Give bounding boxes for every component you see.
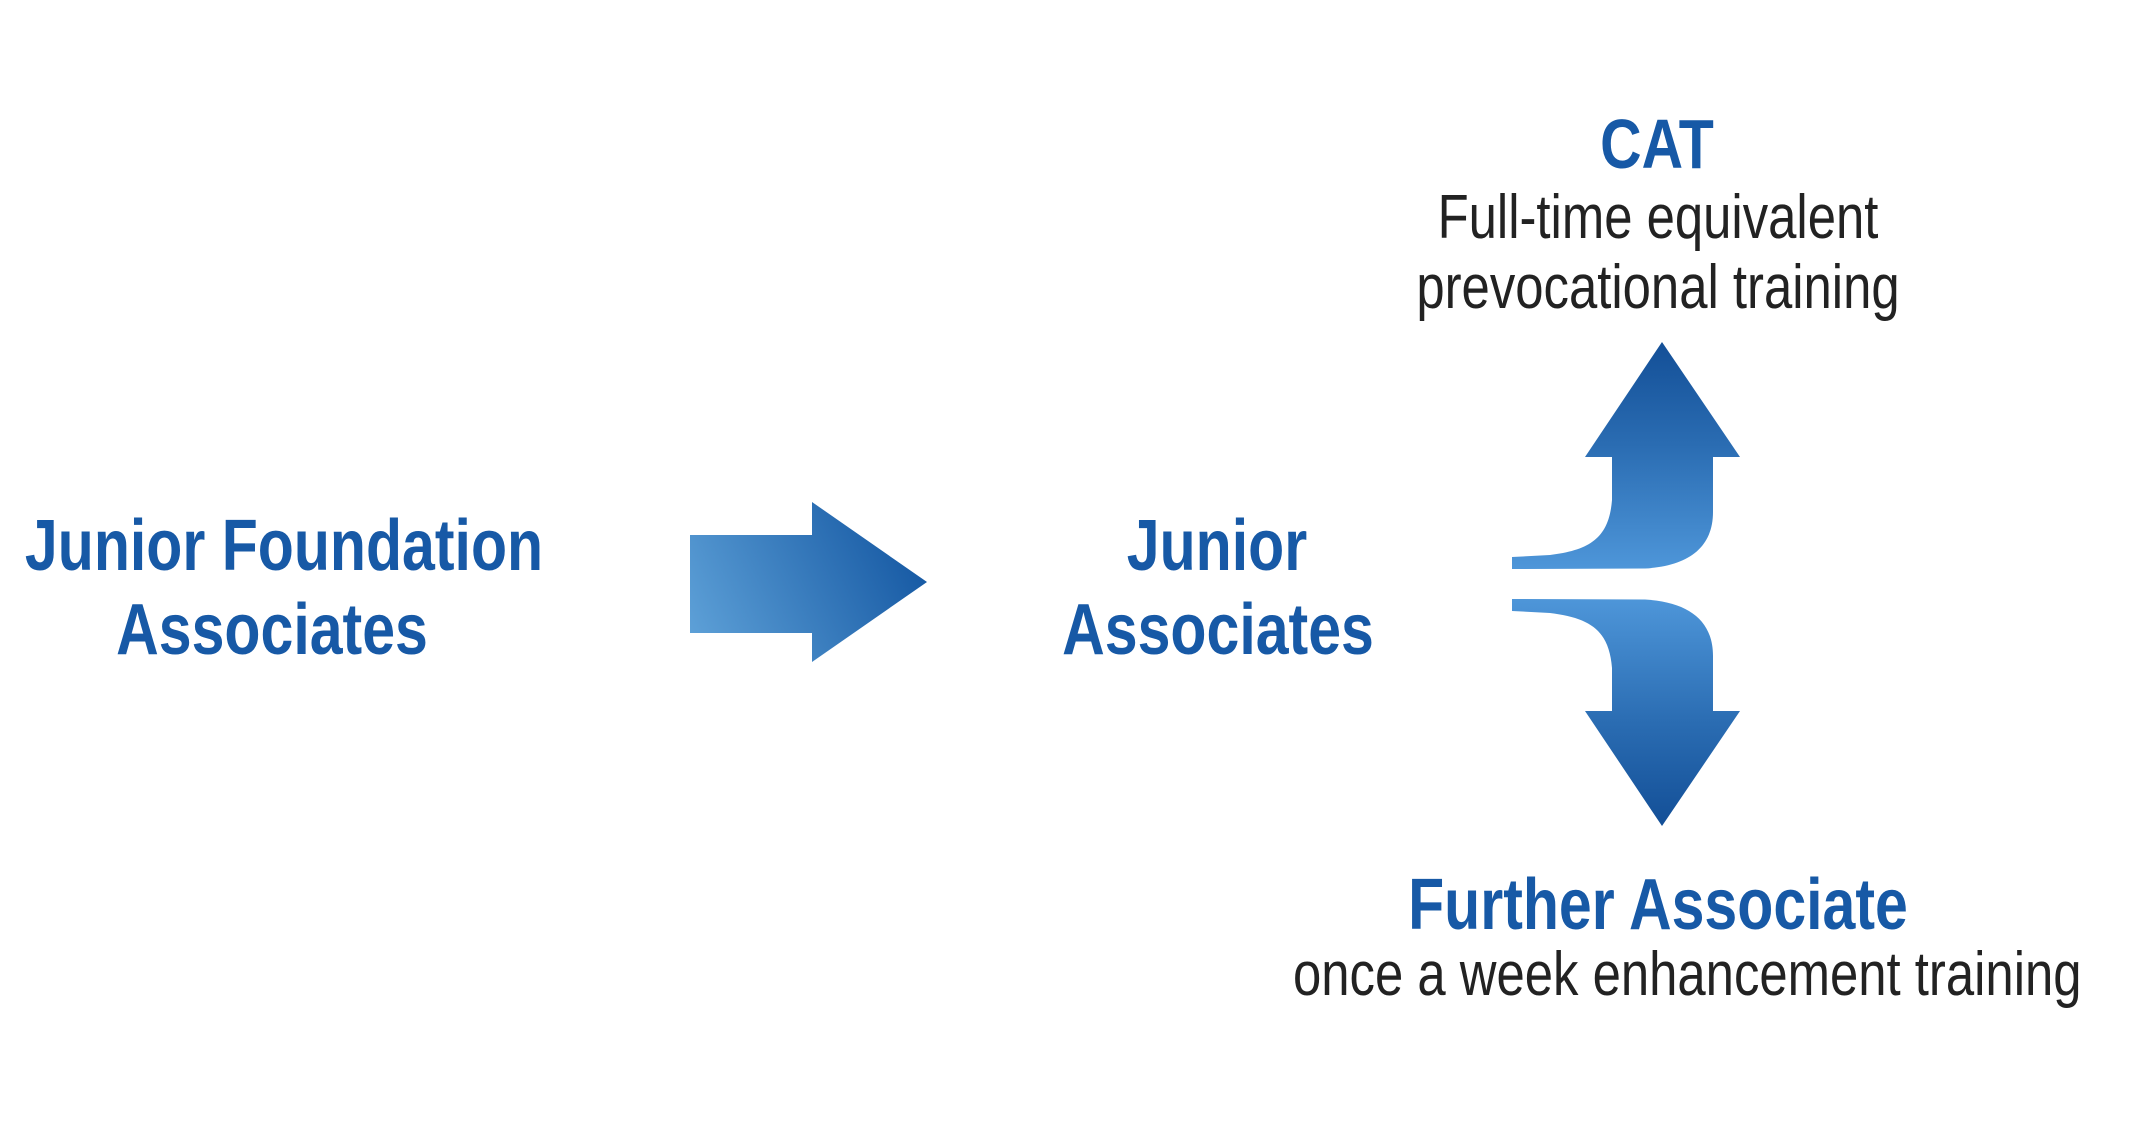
further-associate-node-title: Further Associate <box>1408 865 1908 945</box>
cat-node-description-line2: prevocational training <box>1416 253 1900 322</box>
branch-up-arrow-icon <box>1512 342 1740 569</box>
start-node-title-line1: Junior Foundation <box>24 506 544 586</box>
start-node-title-line2: Associates <box>116 590 428 670</box>
further-associate-node-description: once a week enhancement training <box>1293 940 2082 1009</box>
branch-down-arrow-icon <box>1512 599 1740 826</box>
center-node-title-line2: Associates <box>1062 590 1374 670</box>
center-node-title-line1: Junior <box>1126 506 1308 586</box>
cat-node-description-line1: Full-time equivalent <box>1437 183 1879 252</box>
cat-node-title: CAT <box>1600 105 1714 183</box>
flow-right-arrow-icon <box>690 502 927 662</box>
